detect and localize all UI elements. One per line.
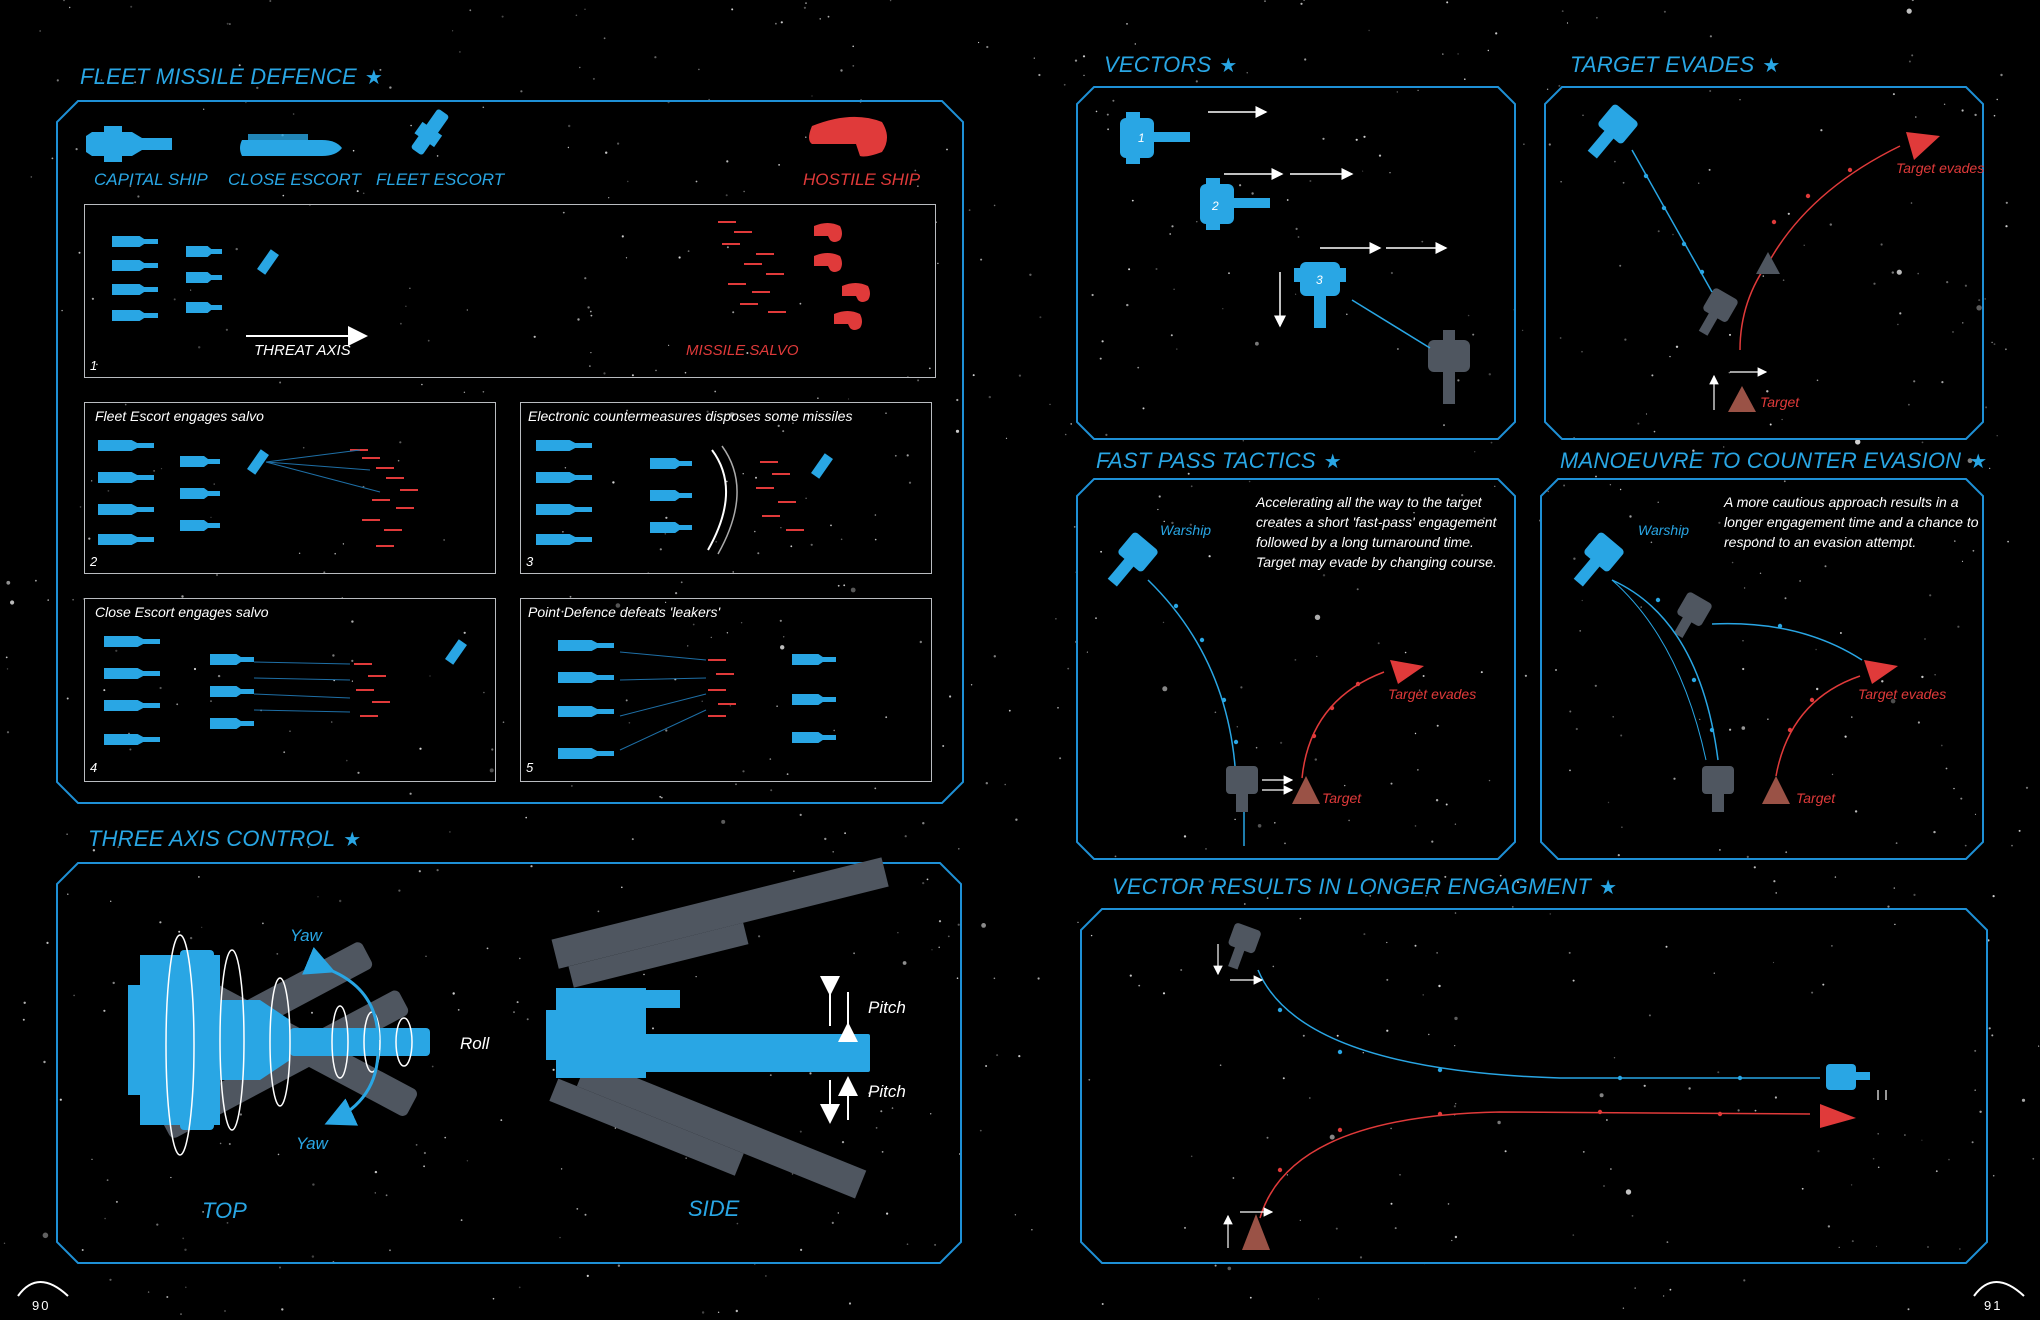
page-number-right: 91 — [1984, 1298, 2002, 1313]
